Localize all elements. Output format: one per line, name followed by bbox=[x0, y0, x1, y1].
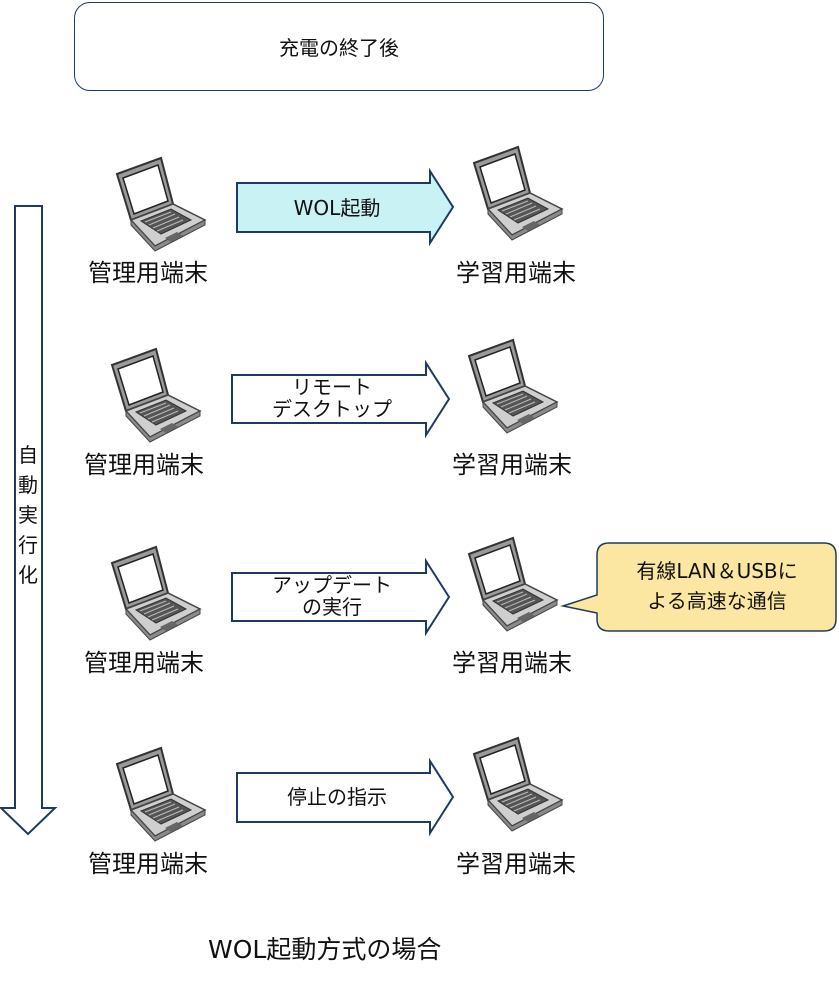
update-run-arrow bbox=[231, 557, 451, 637]
laptop-icon bbox=[111, 546, 201, 641]
laptop-icon bbox=[473, 737, 563, 832]
top-condition-label: 充電の終了後 bbox=[279, 36, 399, 60]
laptop-icon bbox=[116, 157, 206, 252]
target-terminal-label: 学習用端末 bbox=[456, 850, 576, 878]
diagram-caption: WOL起動方式の場合 bbox=[208, 935, 442, 964]
arrow-label-stop: 停止の指示 bbox=[287, 785, 387, 809]
arrow-label-update: アップデート の実行 bbox=[272, 573, 392, 619]
automation-down-arrow bbox=[0, 205, 58, 836]
callout-text: 有線LAN＆USBに よる高速な通信 bbox=[636, 559, 798, 613]
laptop-icon bbox=[468, 339, 558, 434]
arrow-label-remote-desktop: リモート デスクトップ bbox=[272, 375, 392, 421]
target-terminal-label: 学習用端末 bbox=[456, 259, 576, 287]
laptop-icon bbox=[111, 348, 201, 443]
target-terminal-label: 学習用端末 bbox=[452, 451, 572, 479]
arrow-label-wol: WOL起動 bbox=[293, 196, 381, 220]
remote-desktop-arrow bbox=[231, 359, 451, 439]
source-terminal-label: 管理用端末 bbox=[84, 649, 204, 677]
laptop-icon bbox=[116, 747, 206, 842]
laptop-icon bbox=[473, 146, 563, 241]
automation-label-text: 自動実行化 bbox=[18, 443, 38, 587]
target-terminal-label: 学習用端末 bbox=[452, 649, 572, 677]
source-terminal-label: 管理用端末 bbox=[88, 850, 208, 878]
laptop-icon bbox=[468, 537, 558, 632]
source-terminal-label: 管理用端末 bbox=[84, 451, 204, 479]
wol-start-arrow bbox=[236, 167, 455, 247]
top-condition-box: 充電の終了後 bbox=[74, 2, 604, 91]
stop-instruction-arrow bbox=[236, 757, 455, 837]
automation-label: 自動実行化 bbox=[15, 440, 41, 590]
callout-bubble bbox=[560, 542, 837, 632]
source-terminal-label: 管理用端末 bbox=[88, 259, 208, 287]
